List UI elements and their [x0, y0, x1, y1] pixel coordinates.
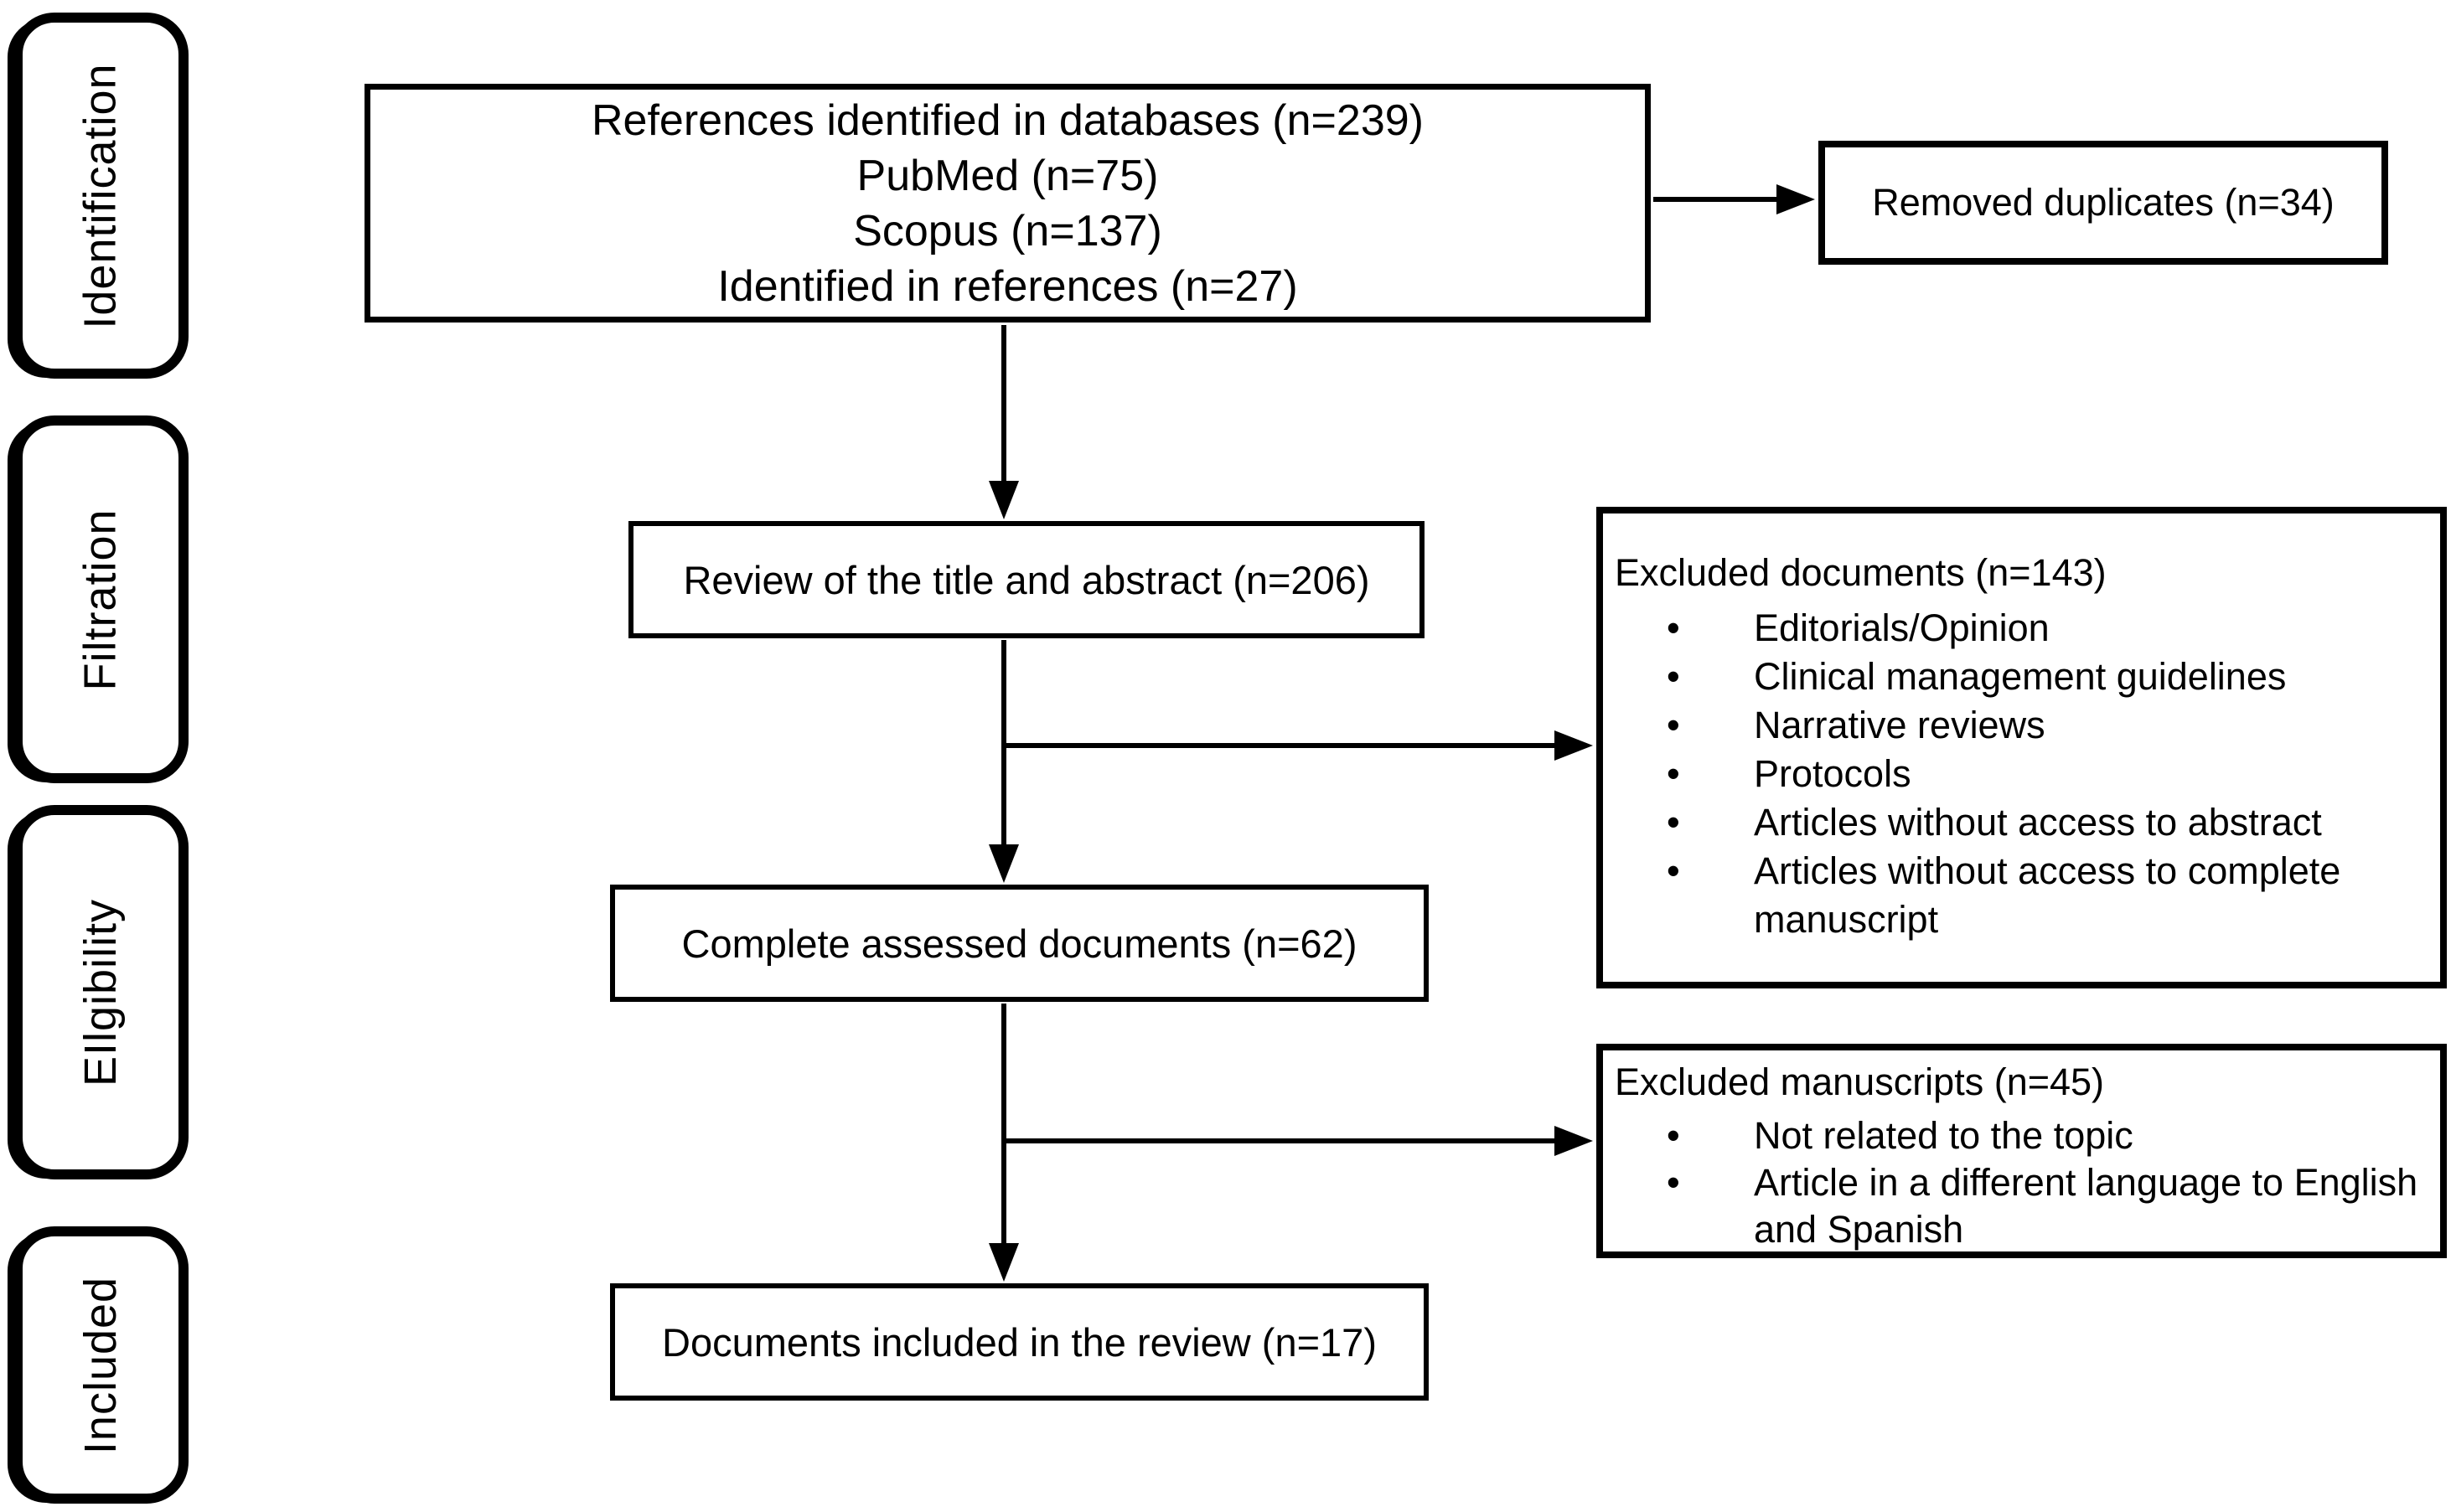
list-item: •Articles without access to abstract	[1615, 798, 2428, 847]
stage-label: Included	[75, 1276, 127, 1454]
list-item: •Articles without access to complete man…	[1615, 847, 2428, 944]
list-item: •Not related to the topic	[1615, 1112, 2428, 1159]
box-references-identified: References identified in databases (n=23…	[365, 84, 1651, 323]
excluded-documents-title: Excluded documents (n=143)	[1615, 551, 2107, 594]
bullet-icon: •	[1667, 1114, 1680, 1157]
stage-label: EIlgibility	[75, 898, 127, 1086]
arrow-identified-to-duplicates	[1653, 184, 1815, 214]
references-line-3: Scopus (n=137)	[853, 206, 1162, 255]
bullet-icon: •	[1667, 1161, 1680, 1204]
bullet-icon: •	[1667, 752, 1680, 795]
box-removed-duplicates: Removed duplicates (n=34)	[1818, 141, 2388, 265]
documents-included-label: Documents included in the review (n=17)	[662, 1319, 1377, 1365]
stage-filtration: Filtration	[13, 415, 189, 783]
box-excluded-documents: Excluded documents (n=143) •Editorials/O…	[1596, 507, 2447, 988]
list-item: •Narrative reviews	[1615, 701, 2428, 750]
removed-duplicates-label: Removed duplicates (n=34)	[1872, 181, 2335, 224]
bullet-icon: •	[1667, 704, 1680, 746]
references-line-1: References identified in databases (n=23…	[592, 95, 1424, 145]
arrow-review-to-complete	[989, 640, 1019, 883]
arrow-branch-to-excluded-documents	[1004, 730, 1593, 761]
stage-label: Identification	[75, 62, 127, 329]
arrow-complete-to-included	[989, 1004, 1019, 1282]
bullet-icon: •	[1667, 849, 1680, 892]
references-line-4: Identified in references (n=27)	[717, 261, 1298, 311]
arrow-identified-to-review	[989, 325, 1019, 519]
excluded-manuscripts-title: Excluded manuscripts (n=45)	[1615, 1060, 2105, 1103]
list-item: •Protocols	[1615, 750, 2428, 798]
stage-eligibility: EIlgibility	[13, 805, 189, 1179]
list-item: •Clinical management guidelines	[1615, 653, 2428, 701]
excluded-manuscripts-list: •Not related to the topic •Article in a …	[1615, 1112, 2428, 1251]
references-line-2: PubMed (n=75)	[856, 151, 1159, 200]
bullet-icon: •	[1667, 606, 1680, 649]
list-item: •Article in a different language to Engl…	[1667, 1161, 2418, 1251]
list-item: •Editorials/Opinion	[1615, 604, 2428, 653]
bullet-icon: •	[1667, 655, 1680, 698]
stage-included: Included	[13, 1226, 189, 1504]
box-documents-included: Documents included in the review (n=17)	[610, 1283, 1429, 1401]
arrow-branch-to-excluded-manuscripts	[1004, 1126, 1593, 1156]
complete-assessed-label: Complete assessed documents (n=62)	[681, 921, 1357, 966]
stage-label: Filtration	[75, 508, 126, 691]
box-title-abstract-review: Review of the title and abstract (n=206)	[628, 521, 1425, 638]
excluded-documents-list: •Editorials/Opinion •Clinical management…	[1615, 604, 2428, 944]
box-complete-assessed: Complete assessed documents (n=62)	[610, 885, 1429, 1002]
title-abstract-review-label: Review of the title and abstract (n=206)	[683, 557, 1370, 602]
box-excluded-manuscripts: Excluded manuscripts (n=45) •Not related…	[1596, 1044, 2447, 1258]
stage-identification: Identification	[13, 13, 189, 379]
bullet-icon: •	[1667, 801, 1680, 844]
